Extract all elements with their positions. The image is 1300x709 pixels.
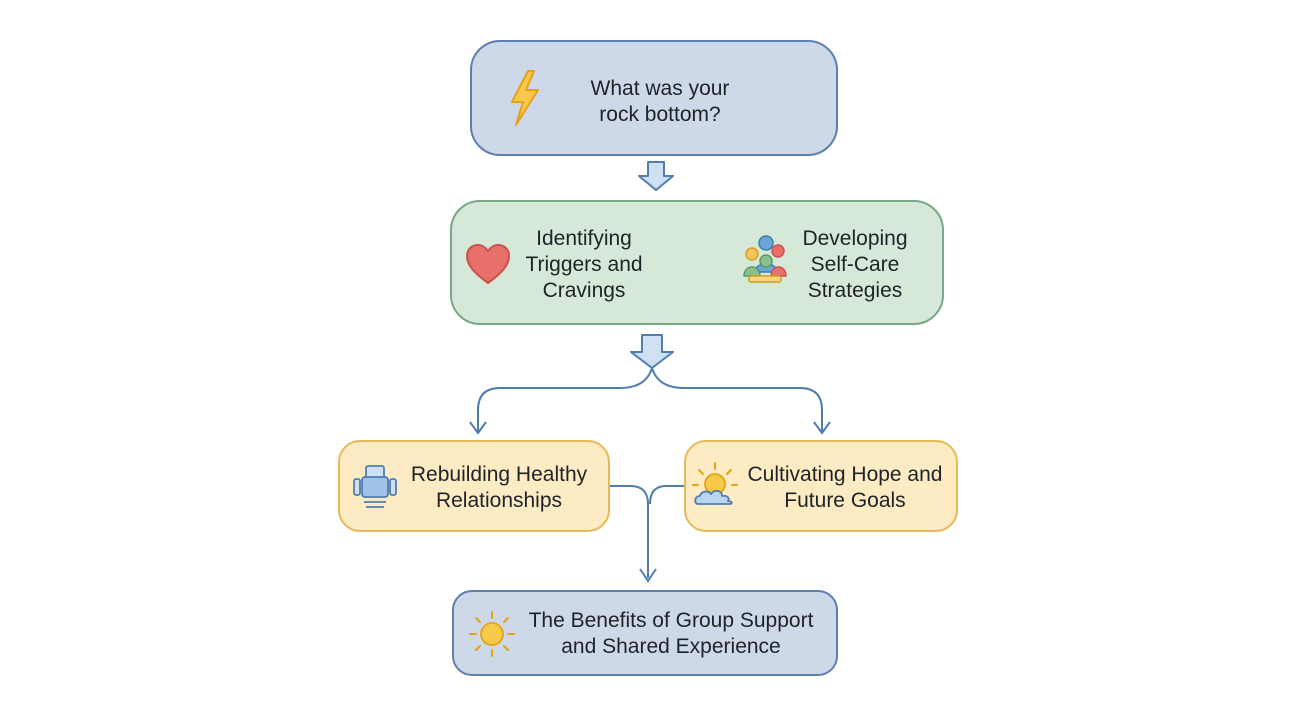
merge-arrowhead (639, 568, 657, 583)
sun-cloud-icon (692, 462, 738, 505)
node-group-support: The Benefits of Group Support and Shared… (452, 590, 838, 676)
split-arrowhead-left (469, 421, 487, 435)
person-device-icon (353, 465, 397, 508)
block-arrow-1 (638, 161, 674, 191)
heart-icon (466, 244, 510, 284)
node-triggers-selfcare: Identifying Triggers and Cravings Develo… (450, 200, 944, 325)
node-hope: Cultivating Hope and Future Goals (684, 440, 958, 532)
node-group-support-label: The Benefits of Group Support and Shared… (528, 609, 814, 658)
node-relationships: Rebuilding Healthy Relationships (338, 440, 610, 532)
merge-connector-left (610, 485, 649, 578)
split-connector-right (651, 367, 823, 432)
node-rock-bottom-label: What was your rock bottom? (590, 77, 730, 126)
node-rock-bottom: What was your rock bottom? (470, 40, 838, 156)
split-arrowhead-right (813, 421, 831, 435)
sun-icon (469, 611, 515, 657)
node-hope-label: Cultivating Hope and Future Goals (747, 463, 943, 512)
node-selfcare-label: Developing Self-Care Strategies (802, 227, 908, 302)
lightning-icon (511, 70, 539, 126)
block-arrow-2 (630, 334, 674, 369)
node-relationships-label: Rebuilding Healthy Relationships (410, 463, 588, 512)
people-group-icon (743, 235, 787, 283)
split-connector-left (477, 367, 653, 432)
merge-connector-right (649, 485, 685, 505)
node-triggers-label: Identifying Triggers and Cravings (525, 227, 643, 302)
